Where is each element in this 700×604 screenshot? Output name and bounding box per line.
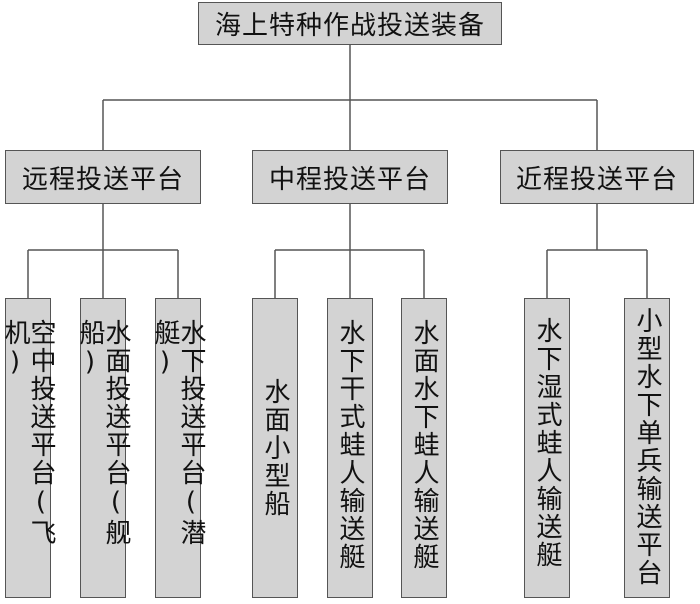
leaf-label: 水面小型船	[260, 378, 290, 518]
platform-far-node: 远程投送平台	[5, 150, 201, 204]
leaf-label: 水下干式蛙人输送艇	[335, 319, 365, 571]
leaf-surface-delivery: 水面投送平台(舰船)	[75, 298, 131, 598]
leaf-label: 水下投送平台(潜艇)	[150, 319, 206, 547]
leaf-label: 空中投送平台(飞机)	[0, 319, 56, 547]
leaf-dry-diver-vehicle: 水下干式蛙人输送艇	[327, 298, 373, 598]
leaf-single-diver-platform: 小型水下单兵输送平台	[624, 298, 670, 598]
leaf-label: 水面投送平台(舰船)	[75, 319, 131, 547]
leaf-surface-underwater-diver-vehicle: 水面水下蛙人输送艇	[401, 298, 447, 598]
platform-mid-node: 中程投送平台	[252, 150, 448, 204]
leaf-air-delivery: 空中投送平台(飞机)	[0, 298, 56, 598]
root-node: 海上特种作战投送装备	[198, 2, 502, 45]
leaf-label: 小型水下单兵输送平台	[632, 307, 662, 587]
leaf-wet-diver-vehicle: 水下湿式蛙人输送艇	[524, 298, 570, 598]
leaf-label: 水面水下蛙人输送艇	[409, 319, 439, 571]
platform-near-node: 近程投送平台	[500, 150, 694, 204]
leaf-label: 水下湿式蛙人输送艇	[532, 317, 562, 569]
leaf-underwater-delivery: 水下投送平台(潜艇)	[150, 298, 206, 598]
leaf-small-surface-boat: 水面小型船	[252, 298, 298, 598]
